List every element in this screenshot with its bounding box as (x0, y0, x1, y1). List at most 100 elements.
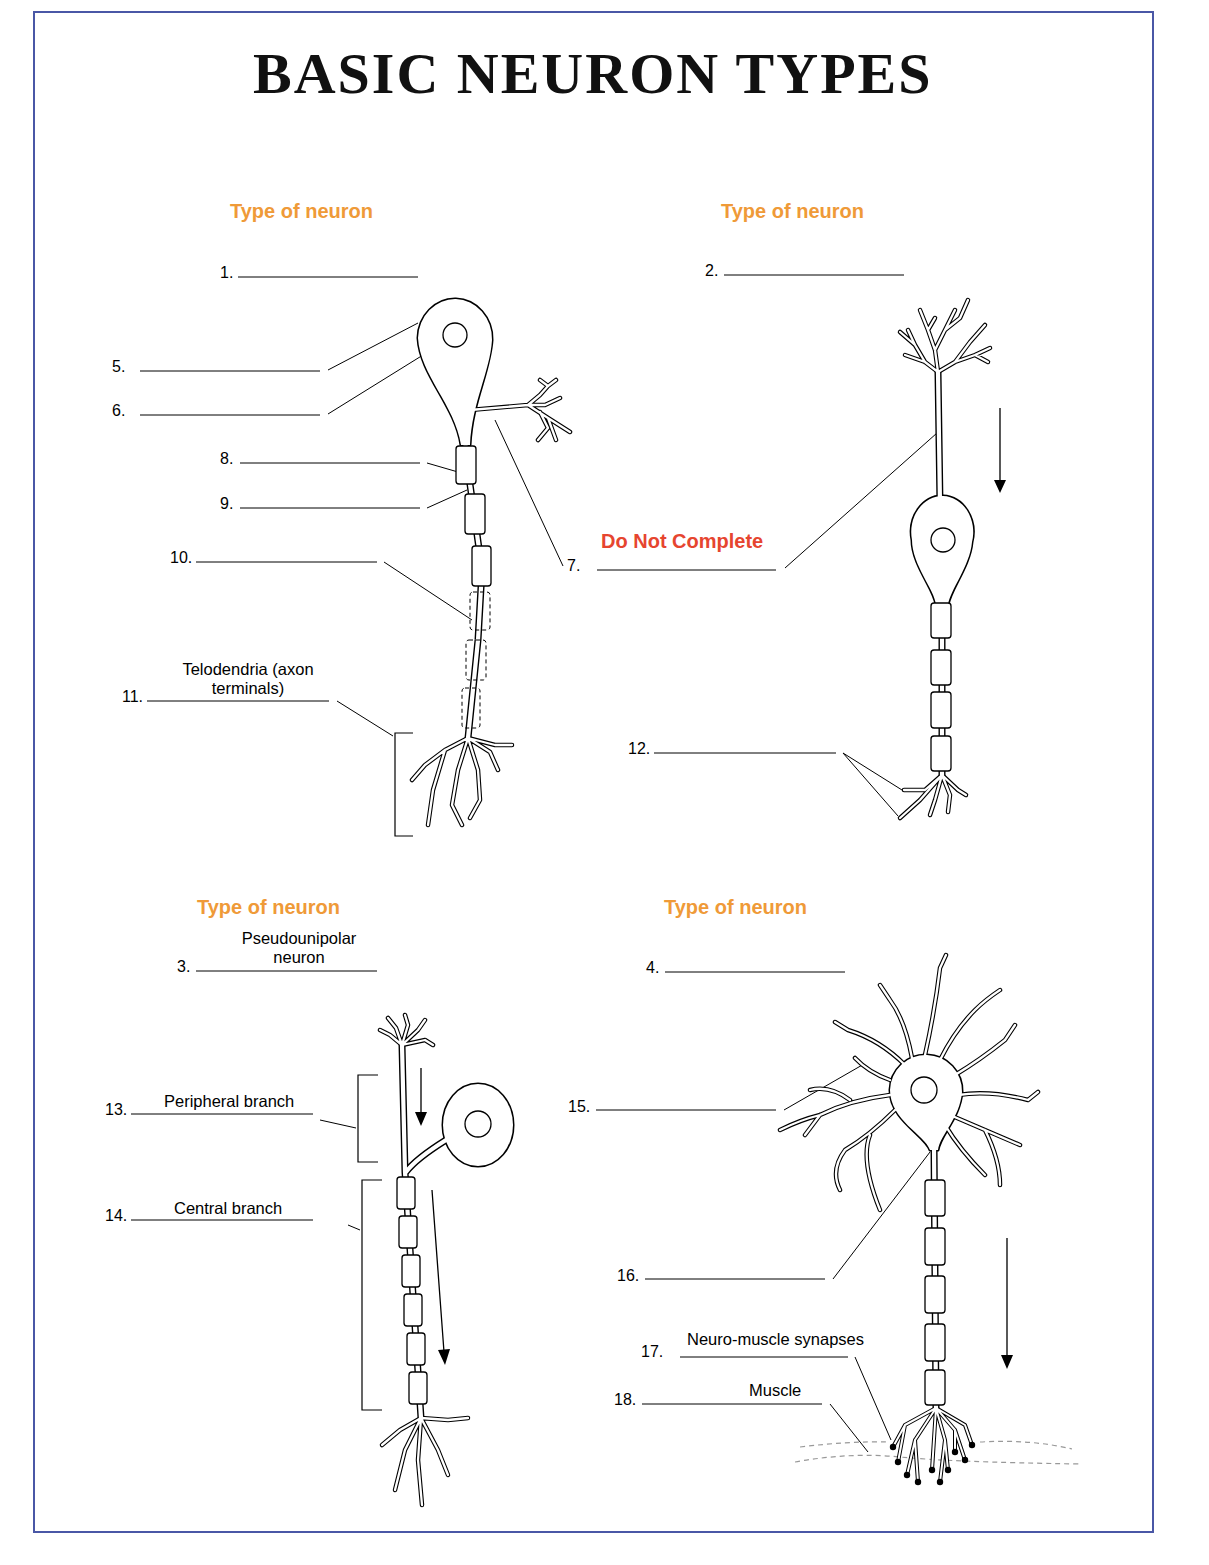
myelin-segment (925, 1228, 945, 1265)
dendrite (470, 380, 570, 440)
myelin-segment-faded (470, 592, 490, 630)
myelin-sheath (397, 446, 951, 1405)
myelin-segment (925, 1370, 945, 1405)
cell-body (911, 496, 973, 605)
dendrite (380, 1015, 433, 1045)
note-text: Do Not Complete (601, 530, 763, 554)
callout-number: 6. (112, 402, 125, 421)
nucleus (465, 1111, 491, 1137)
axon-terminals (900, 775, 966, 818)
cell-body (418, 299, 492, 445)
callout-number: 2. (705, 262, 718, 281)
synapse-dot (945, 1467, 951, 1473)
nucleus (911, 1077, 937, 1103)
callout-number: 7. (567, 557, 580, 576)
dendrite (780, 955, 1038, 1210)
axon-terminals (893, 1408, 972, 1482)
neuron-fill (380, 299, 1038, 1505)
myelin-segment-faded (462, 688, 480, 728)
synapse-dot (915, 1479, 921, 1485)
synapse-dots (890, 1442, 975, 1485)
nucleus (931, 528, 955, 552)
synapse-dot (895, 1459, 901, 1465)
axon-terminals (382, 1418, 468, 1505)
axon-terminals (900, 775, 966, 818)
callout-number: 15. (568, 1098, 590, 1117)
synapse-dot (969, 1442, 975, 1448)
myelin-segment (399, 1216, 417, 1248)
cell-body (911, 496, 973, 605)
axon-terminals (893, 1408, 972, 1482)
answer-lines (131, 275, 904, 1404)
callout-number: 14. (105, 1207, 127, 1226)
dendrite (470, 380, 570, 440)
axon-terminals (412, 738, 512, 825)
myelin-segment (409, 1372, 427, 1404)
part-label: Muscle (749, 1381, 801, 1400)
part-label: Pseudounipolar neuron (229, 929, 369, 968)
type-heading: Type of neuron (197, 896, 340, 920)
synapse-dot (937, 1479, 943, 1485)
direction-arrows (421, 408, 1007, 1357)
type-heading: Type of neuron (664, 896, 807, 920)
synapse-dot (929, 1467, 935, 1473)
arrowheads (415, 480, 1013, 1369)
myelin-segment (931, 692, 951, 728)
myelin-segment (472, 546, 491, 586)
nucleus (443, 323, 467, 347)
callout-number: 11. (122, 688, 143, 707)
callout-number: 9. (220, 495, 233, 514)
part-label: Neuro-muscle synapses (687, 1330, 864, 1349)
callout-number: 10. (170, 549, 192, 568)
myelin-segment (456, 446, 476, 484)
dendrite (780, 955, 1038, 1210)
myelin-segment (404, 1294, 422, 1326)
myelin-segment (925, 1180, 945, 1216)
axon-terminals (382, 1418, 468, 1505)
myelin-segment (402, 1255, 420, 1287)
callout-number: 17. (641, 1343, 663, 1362)
cell-body (443, 1084, 513, 1166)
myelin-segment (931, 736, 951, 771)
myelin-segment (925, 1324, 945, 1361)
callout-number: 3. (177, 958, 190, 977)
part-label: Peripheral branch (164, 1092, 294, 1111)
synapse-dot (890, 1444, 896, 1450)
callout-number: 16. (617, 1267, 639, 1286)
callout-number: 13. (105, 1101, 127, 1120)
type-heading: Type of neuron (721, 200, 864, 224)
muscle-outline (795, 1441, 1080, 1464)
page-border (34, 12, 1153, 1532)
part-label: Central branch (174, 1199, 282, 1218)
synapse-dot (952, 1449, 958, 1455)
axon-terminals (412, 738, 512, 825)
synapse-dot (904, 1472, 910, 1478)
axon (465, 440, 482, 738)
axon (465, 440, 482, 738)
dendrite (900, 300, 990, 372)
myelin-segment (465, 494, 485, 534)
page-title: BASIC NEURON TYPES (253, 40, 933, 108)
callout-number: 5. (112, 358, 125, 377)
callout-number: 4. (646, 959, 659, 978)
myelin-segment (931, 603, 951, 638)
part-label: Telodendria (axon terminals) (173, 660, 323, 699)
dendrite (380, 1015, 433, 1045)
leader-lines (320, 323, 937, 1452)
cell-body (418, 299, 492, 445)
myelin-segment (407, 1333, 425, 1365)
myelin-dashed (462, 592, 490, 728)
callout-number: 8. (220, 450, 233, 469)
type-heading: Type of neuron (230, 200, 373, 224)
myelin-segment (925, 1276, 945, 1313)
nuclei (443, 323, 955, 1137)
neuron-outline (380, 299, 1038, 1505)
myelin-segment (931, 650, 951, 685)
cell-body (443, 1084, 513, 1166)
myelin-segment (397, 1177, 415, 1209)
synapse-dot (962, 1457, 968, 1463)
dendrite (900, 300, 990, 372)
callout-number: 1. (220, 264, 233, 283)
